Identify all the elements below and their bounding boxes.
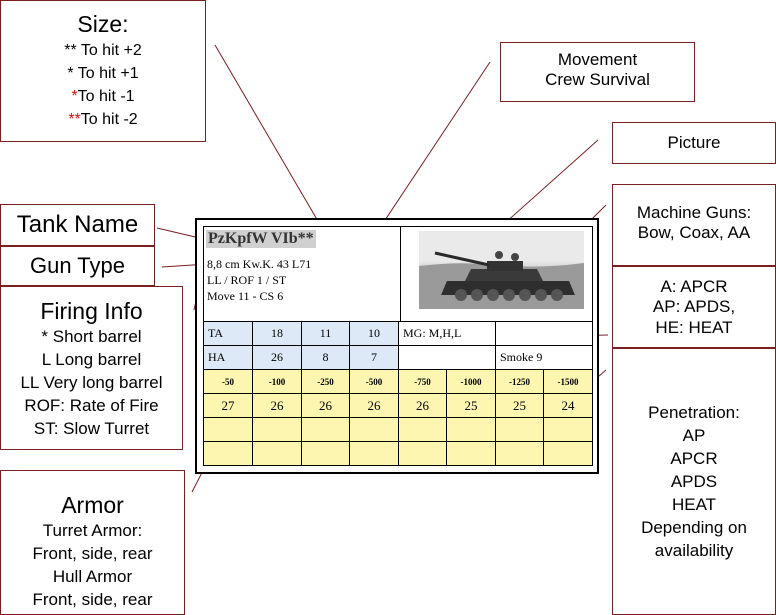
ammo-line-apds: AP: APDS, xyxy=(652,297,736,317)
penetration-apcr: APCR xyxy=(670,449,718,468)
tank-photo xyxy=(419,231,584,309)
tank-name-annotation-box: Tank Name xyxy=(0,204,155,246)
picture-frame xyxy=(400,227,593,321)
machine-guns-annotation-box: Machine Guns: Bow, Coax, AA xyxy=(612,184,776,266)
picture-annotation-box: Picture xyxy=(612,122,776,164)
ha-rear: 7 xyxy=(350,345,399,369)
armor-line-3: Hull Armor xyxy=(52,567,133,586)
size-line-3: *To hit -1 xyxy=(71,87,135,105)
firing-info-line-2: L Long barrel xyxy=(41,350,142,369)
movement-annotation-box: Movement Crew Survival xyxy=(500,42,695,102)
ta-front: 18 xyxy=(253,321,302,345)
gun-type-annotation-box: Gun Type xyxy=(0,246,155,286)
ta-label: TA xyxy=(204,321,253,345)
range-cell: -50 xyxy=(204,369,253,393)
range-cell: -250 xyxy=(302,369,350,393)
range-cell: -500 xyxy=(350,369,399,393)
penetration-ap: AP xyxy=(682,426,706,445)
firing-info: LL / ROF 1 / ST xyxy=(207,273,287,287)
penetration-apds: APDS xyxy=(670,472,718,491)
ha-label: HA xyxy=(204,345,253,369)
tank-name: PzKpfW VIb** xyxy=(206,230,316,248)
penetration-annotation-box: Penetration: AP APCR APDS HEAT Depending… xyxy=(612,348,776,615)
gun-type: 8,8 cm Kw.K. 43 L71 xyxy=(207,257,312,271)
penetration-cell: 25 xyxy=(496,393,544,417)
armor-line-4: Front, side, rear xyxy=(32,590,153,609)
penetration-row: 27 26 26 26 26 25 25 24 xyxy=(204,393,592,417)
firing-info-line-4: ROF: Rate of Fire xyxy=(24,396,159,415)
movement-label: Movement xyxy=(557,50,638,69)
crew-survival-label: Crew Survival xyxy=(545,70,650,90)
penetration-cell: 26 xyxy=(302,393,350,417)
machine-guns-label: Machine Guns: xyxy=(636,203,752,222)
turret-armor-row: TA 18 11 10 MG: M,H,L xyxy=(204,321,592,345)
penetration-note-1: Depending on xyxy=(641,518,747,537)
ammo-line-heat: HE: HEAT xyxy=(655,317,733,337)
hull-armor-row: HA 26 8 7 Smoke 9 xyxy=(204,345,592,369)
tank-card: PzKpfW VIb** 8,8 cm Kw.K. 43 L71 LL / RO… xyxy=(195,218,599,474)
ammo-annotation-box: A: APCR AP: APDS, HE: HEAT xyxy=(612,266,776,348)
penetration-note-2: availability xyxy=(654,541,734,560)
ha-empty-cell xyxy=(399,345,496,369)
penetration-cell: 24 xyxy=(544,393,592,417)
penetration-heat: HEAT xyxy=(671,495,717,514)
range-cell: -1250 xyxy=(496,369,544,393)
ta-side: 11 xyxy=(302,321,350,345)
machine-guns-types: Bow, Coax, AA xyxy=(637,223,751,243)
armor-annotation-box: Armor Turret Armor: Front, side, rear Hu… xyxy=(0,470,185,615)
range-cell: -1500 xyxy=(544,369,592,393)
penetration-cell: 26 xyxy=(350,393,399,417)
penetration-title: Penetration: xyxy=(648,403,740,422)
size-annotation-box: Size: ** To hit +2 * To hit +1 *To hit -… xyxy=(0,0,206,142)
range-cell: -100 xyxy=(253,369,302,393)
ammo-line-apcr: A: APCR xyxy=(660,277,728,296)
firing-info-line-3: LL Very long barrel xyxy=(20,373,163,392)
size-line-2: * To hit +1 xyxy=(67,64,139,82)
size-line-1: ** To hit +2 xyxy=(64,41,142,59)
armor-line-2: Front, side, rear xyxy=(32,544,153,563)
tank-silhouette-icon xyxy=(419,231,584,309)
gun-type-label: Gun Type xyxy=(30,253,125,278)
range-header-row: -50 -100 -250 -500 -750 -1000 -1250 -150… xyxy=(204,369,592,393)
size-leader xyxy=(214,44,323,229)
armor-title: Armor xyxy=(61,492,124,518)
tank-name-label: Tank Name xyxy=(16,211,139,238)
firing-info-title: Firing Info xyxy=(40,298,143,324)
penetration-cell: 26 xyxy=(399,393,447,417)
penetration-cell: 27 xyxy=(204,393,253,417)
ha-front: 26 xyxy=(253,345,302,369)
penetration-cell: 26 xyxy=(253,393,302,417)
firing-info-line-1: * Short barrel xyxy=(41,327,142,346)
empty-range-row xyxy=(204,417,592,441)
empty-range-row xyxy=(204,441,592,465)
size-title: Size: xyxy=(77,11,129,37)
mg-empty-cell xyxy=(496,321,592,345)
move-info: Move 11 - CS 6 xyxy=(207,289,284,303)
ha-side: 8 xyxy=(302,345,350,369)
smoke-cell: Smoke 9 xyxy=(496,345,592,369)
size-line-4: **To hit -2 xyxy=(68,110,138,128)
tank-card-inner: PzKpfW VIb** 8,8 cm Kw.K. 43 L71 LL / RO… xyxy=(203,226,593,466)
armor-line-1: Turret Armor: xyxy=(42,521,143,540)
picture-label: Picture xyxy=(667,133,721,152)
range-cell: -1000 xyxy=(447,369,496,393)
ta-rear: 10 xyxy=(350,321,399,345)
mg-cell: MG: M,H,L xyxy=(399,321,496,345)
firing-info-annotation-box: Firing Info * Short barrel L Long barrel… xyxy=(0,286,183,450)
firing-info-line-5: ST: Slow Turret xyxy=(33,419,150,438)
range-cell: -750 xyxy=(399,369,447,393)
penetration-cell: 25 xyxy=(447,393,496,417)
